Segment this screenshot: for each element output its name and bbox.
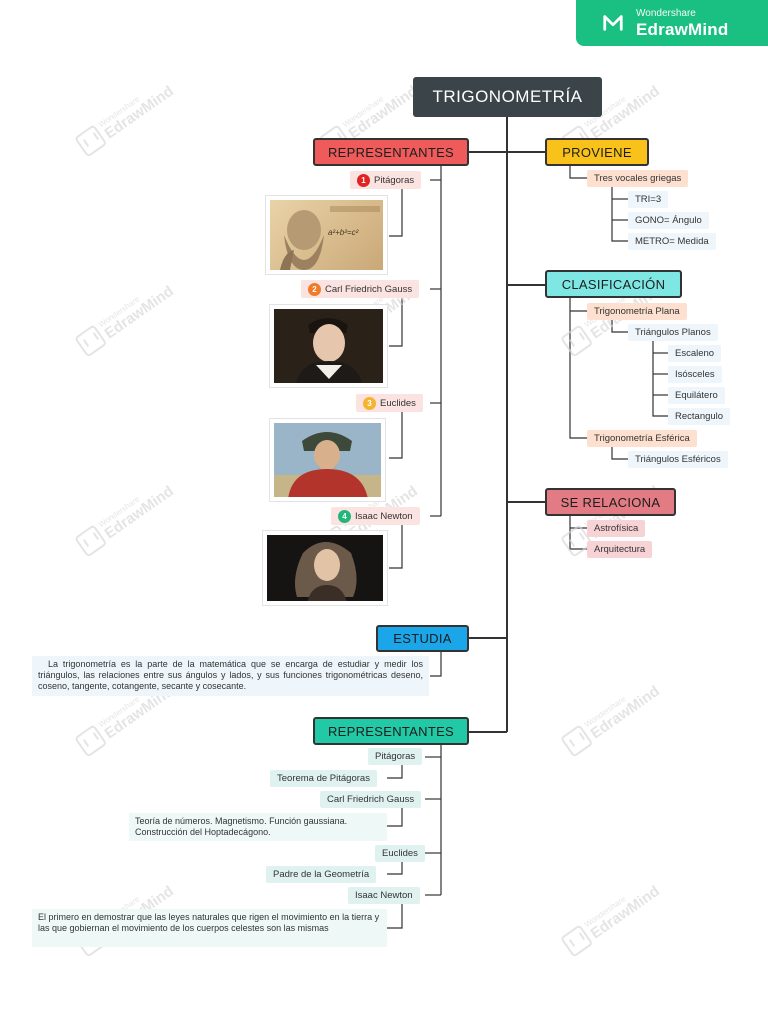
representante2-gauss[interactable]: Carl Friedrich Gauss [320,791,422,808]
triangulo-tipo-isosceles[interactable]: Isósceles [668,366,722,383]
topic-clasificacion[interactable]: CLASIFICACIÓN [545,270,682,298]
representante-item-newton[interactable]: 4 Isaac Newton [331,507,420,525]
newton-portrait-image [262,530,388,606]
edrawmind-logo-icon [603,15,623,31]
estudia-description: La trigonometría es la parte de la matem… [32,656,429,696]
representante2-euclides-desc: Padre de la Geometría [266,866,377,883]
proviene-tres-vocales[interactable]: Tres vocales griegas [587,170,689,187]
triangulo-tipo-escaleno[interactable]: Escaleno [668,345,722,362]
representante-name: Carl Friedrich Gauss [325,283,413,295]
triangulo-tipo-equilatero[interactable]: Equilátero [668,387,725,404]
brand-name: EdrawMind [636,19,729,39]
euclides-portrait-illustration [274,432,381,497]
triangulo-tipo-rectangulo[interactable]: Rectangulo [668,408,731,425]
euclides-portrait-image [269,418,386,502]
topic-estudia[interactable]: ESTUDIA [376,625,469,652]
topic-representantes[interactable]: REPRESENTANTES [313,138,469,166]
representante2-euclides[interactable]: Euclides [375,845,425,862]
proviene-item-metro[interactable]: METRO= Medida [628,233,716,250]
formula-text: a²+b²=c² [328,228,359,237]
gauss-portrait-illustration [296,318,362,383]
proviene-item-gono[interactable]: GONO= Ángulo [628,212,709,229]
representante-item-euclides[interactable]: 3 Euclides [356,394,423,412]
number-badge-2: 2 [308,282,321,296]
clasificacion-triangulos-planos[interactable]: Triángulos Planos [628,324,718,341]
relaciona-item-astrofisica[interactable]: Astrofísica [587,520,646,537]
pitagoras-bust-illustration [280,206,380,270]
representante2-newton[interactable]: Isaac Newton [348,887,420,904]
proviene-item-tri[interactable]: TRI=3 [628,191,669,208]
representante2-pitagoras-desc: Teorema de Pitágoras [270,770,377,787]
representante-name: Pitágoras [374,174,415,186]
root-node-trigonometria[interactable]: TRIGONOMETRÍA [413,77,602,117]
relaciona-item-arquitectura[interactable]: Arquitectura [587,541,653,558]
representante-item-gauss[interactable]: 2 Carl Friedrich Gauss [301,280,420,298]
clasificacion-trigonometria-esferica[interactable]: Trigonometría Esférica [587,430,697,447]
number-badge-4: 4 [338,509,351,523]
clasificacion-trigonometria-plana[interactable]: Trigonometría Plana [587,303,687,320]
representante-name: Isaac Newton [355,510,413,522]
representante-item-pitagoras[interactable]: 1 Pitágoras [350,171,422,189]
representante2-gauss-desc: Teoría de números. Magnetismo. Función g… [129,813,387,841]
number-badge-1: 1 [357,173,370,187]
number-badge-3: 3 [363,396,376,410]
clasificacion-triangulos-esfericos[interactable]: Triángulos Esféricos [628,451,728,468]
newton-portrait-illustration [295,542,357,601]
edrawmind-brand-badge[interactable]: Wondershare EdrawMind [576,0,768,46]
pitagoras-image: a²+b²=c² [265,195,388,275]
topic-se-relaciona[interactable]: SE RELACIONA [545,488,676,516]
topic-proviene[interactable]: PROVIENE [545,138,649,166]
topic-representantes-2[interactable]: REPRESENTANTES [313,717,469,745]
brand-small-text: Wondershare [636,7,696,19]
representante2-newton-desc: El primero en demostrar que las leyes na… [32,909,387,947]
gauss-portrait-image [269,304,388,388]
representante-name: Euclides [380,397,416,409]
representante2-pitagoras[interactable]: Pitágoras [368,748,423,765]
